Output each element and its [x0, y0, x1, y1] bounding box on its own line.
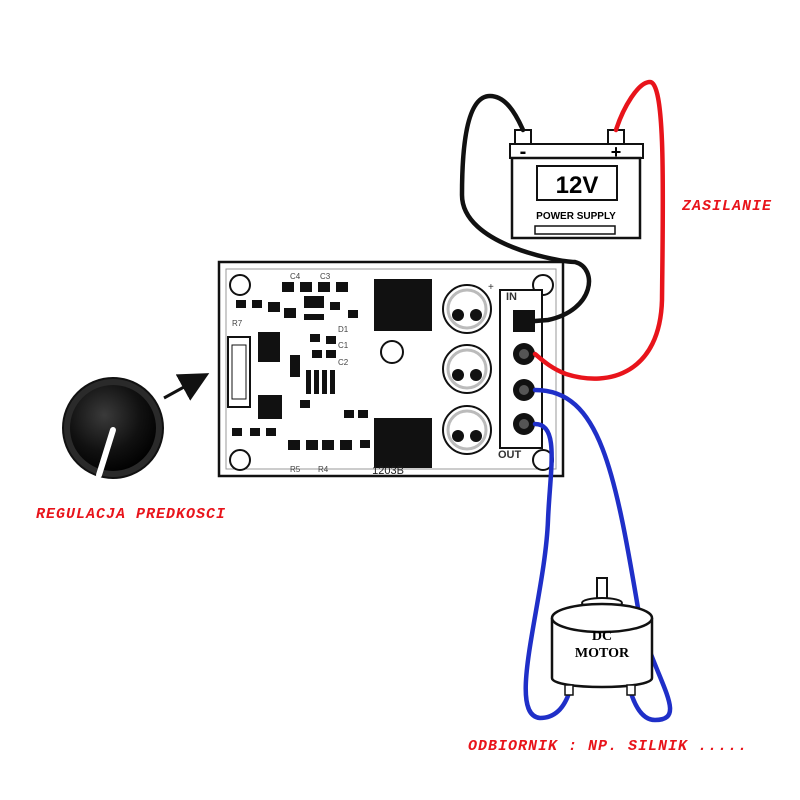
smd-pad [236, 300, 246, 308]
resistor-pad [314, 370, 319, 394]
resistor-pad [322, 370, 327, 394]
load-label: ODBIORNIK : NP. SILNIK ..... [468, 738, 749, 755]
motor-top [550, 602, 654, 634]
motor-label-line2: MOTOR [575, 646, 630, 661]
smd-pad [284, 308, 296, 318]
smd-pad [360, 440, 370, 448]
smd-pad [268, 302, 280, 312]
smd-pad [312, 350, 322, 358]
smd-pad [344, 410, 354, 418]
smd-pad [336, 282, 348, 292]
motor-shaft [596, 577, 608, 601]
power-label: ZASILANIE [682, 198, 773, 215]
mounting-hole [229, 274, 251, 296]
smd-pad [304, 314, 324, 320]
capacitor-plus-label: + [488, 282, 494, 293]
motor-body [550, 618, 654, 689]
potentiometer-connector [227, 336, 251, 408]
battery-minus-sign: - [520, 141, 527, 163]
smd-pad [306, 440, 318, 450]
smd-pad [348, 310, 358, 318]
silk-label: C2 [338, 358, 349, 367]
resistor-pad [330, 370, 335, 394]
terminal-out-label: OUT [498, 449, 522, 461]
smd-pad [288, 440, 300, 450]
center-hole [380, 340, 404, 364]
board-code: 1203B [372, 465, 404, 477]
silk-label: C4 [290, 272, 301, 281]
mounting-hole [229, 449, 251, 471]
battery-base-strip [534, 225, 616, 235]
ic-chip [258, 332, 280, 362]
battery-caption: POWER SUPPLY [536, 211, 616, 222]
battery-top [509, 143, 644, 159]
mosfet-pad [374, 279, 432, 331]
motor-label-line1: DC [592, 629, 612, 644]
battery-display [536, 165, 618, 201]
dc-motor: DC MOTOR [550, 577, 654, 696]
mosfet-pad [374, 418, 432, 468]
smd-pad [318, 282, 330, 292]
smd-pad [300, 400, 310, 408]
smd-pad [310, 334, 320, 342]
knob-indicator [96, 427, 116, 478]
smd-pad [250, 428, 260, 436]
potentiometer-connector-inner [231, 344, 247, 400]
positive-supply-wire [532, 79, 666, 381]
motor-wire-negative [523, 421, 573, 721]
resistor-pad [306, 370, 311, 394]
smd-pad [232, 428, 242, 436]
smd-pad [358, 410, 368, 418]
silk-label: R5 [290, 465, 301, 474]
silk-label: C1 [338, 341, 349, 350]
battery: - + 12V POWER SUPPLY [509, 129, 644, 240]
smd-pad [322, 440, 334, 450]
silk-label: R4 [318, 465, 329, 474]
negative-supply-wire [459, 93, 592, 324]
smd-pad [266, 428, 276, 436]
smd-pad [326, 336, 336, 344]
capacitor [442, 284, 492, 334]
smd-pad [252, 300, 262, 308]
capacitor [442, 344, 492, 394]
terminal-block: IN OUT [498, 289, 543, 461]
silk-label: D1 [338, 325, 349, 334]
smd-pad [304, 296, 324, 308]
smd-pad [282, 282, 294, 292]
motor-terminal [626, 684, 636, 696]
motor-terminal [564, 684, 574, 696]
smd-pad [330, 302, 340, 310]
terminal-in-negative [513, 310, 535, 332]
battery-plus-sign: + [611, 142, 622, 162]
silk-label: R7 [232, 319, 243, 328]
controller-board: C4 C3 R7 D1 C1 R5 R4 C2 1203B [217, 260, 565, 478]
capacitor [442, 405, 492, 455]
speed-label: REGULACJA PREDKOSCI [36, 506, 227, 523]
smd-pad [326, 350, 336, 358]
ic-chip [290, 355, 300, 377]
terminal-in-label: IN [506, 291, 517, 303]
pointer-arrow [163, 373, 210, 401]
smd-pad [340, 440, 352, 450]
battery-voltage: 12V [556, 172, 599, 199]
speed-knob [62, 377, 164, 479]
smd-pad [300, 282, 312, 292]
ic-chip [258, 395, 282, 419]
silk-label: C3 [320, 272, 331, 281]
